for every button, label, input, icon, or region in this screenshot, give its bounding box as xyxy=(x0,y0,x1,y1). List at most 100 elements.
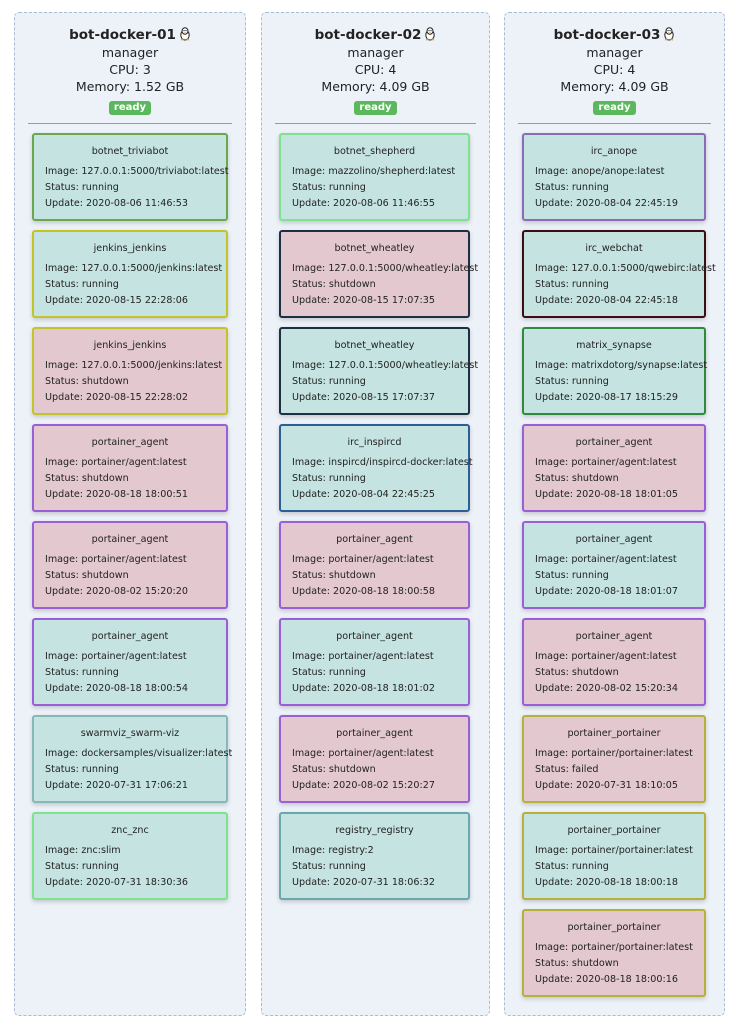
task-image: Image: portainer/portainer:latest xyxy=(535,942,693,953)
task-title: irc_anope xyxy=(590,146,638,157)
task-image: Image: 127.0.0.1:5000/triviabot:latest xyxy=(45,166,229,177)
task-image: Image: portainer/agent:latest xyxy=(292,748,434,759)
task-image: Image: mazzolino/shepherd:latest xyxy=(292,166,456,177)
task-image: Image: matrixdotorg/synapse:latest xyxy=(535,360,708,371)
task-image: Image: 127.0.0.1:5000/qwebirc:latest xyxy=(535,263,716,274)
task-status: Status: shutdown xyxy=(292,764,376,775)
node-header: bot-docker-03 manager CPU: 4 Memory: 4.0… xyxy=(505,13,724,115)
task-image: Image: dockersamples/visualizer:latest xyxy=(45,748,233,759)
task-status: Status: running xyxy=(535,182,609,193)
task-image: Image: portainer/agent:latest xyxy=(292,554,434,565)
task-title: portainer_agent xyxy=(91,534,169,545)
task-image: Image: 127.0.0.1:5000/jenkins:latest xyxy=(45,263,223,274)
task-status: Status: running xyxy=(45,764,119,775)
task-status: Status: shutdown xyxy=(45,570,129,581)
task-title: portainer_agent xyxy=(336,631,413,642)
linux-tux-icon xyxy=(664,27,675,41)
task-update: Update: 2020-08-04 22:45:25 xyxy=(292,489,435,500)
task-title: botnet_shepherd xyxy=(333,146,416,157)
task-image: Image: portainer/agent:latest xyxy=(45,457,187,468)
task-title: portainer_agent xyxy=(91,631,169,642)
task-update: Update: 2020-08-18 18:00:54 xyxy=(45,683,188,694)
node-role: manager xyxy=(101,45,159,60)
task-update: Update: 2020-07-31 17:06:21 xyxy=(45,780,188,791)
task-update: Update: 2020-08-18 18:00:51 xyxy=(45,489,188,500)
task-update: Update: 2020-08-06 11:46:55 xyxy=(292,198,435,209)
task-update: Update: 2020-08-15 17:07:35 xyxy=(292,295,435,306)
task-image: Image: portainer/agent:latest xyxy=(535,651,677,662)
task-update: Update: 2020-08-18 18:00:16 xyxy=(535,974,678,985)
task-image: Image: anope/anope:latest xyxy=(535,166,665,177)
task-image: Image: znc:slim xyxy=(45,845,121,856)
task-update: Update: 2020-08-17 18:15:29 xyxy=(535,392,678,403)
task-status: Status: running xyxy=(535,570,609,581)
task-status: Status: running xyxy=(292,861,366,872)
task-title: botnet_wheatley xyxy=(334,340,415,351)
task-status: Status: shutdown xyxy=(292,570,376,581)
task-image: Image: 127.0.0.1:5000/jenkins:latest xyxy=(45,360,223,371)
task-image: Image: registry:2 xyxy=(292,845,374,856)
task-status: Status: running xyxy=(45,667,119,678)
task-status: Status: shutdown xyxy=(535,667,619,678)
task-update: Update: 2020-08-18 18:01:05 xyxy=(535,489,678,500)
task-title: irc_webchat xyxy=(585,243,643,254)
task-status: Status: running xyxy=(45,182,119,193)
task-status: Status: running xyxy=(292,667,366,678)
task-update: Update: 2020-08-15 22:28:06 xyxy=(45,295,188,306)
task-update: Update: 2020-08-15 17:07:37 xyxy=(292,392,435,403)
task-status: Status: shutdown xyxy=(535,958,619,969)
node-divider xyxy=(275,123,476,124)
task-update: Update: 2020-08-15 22:28:02 xyxy=(45,392,188,403)
node-memory: Memory: 4.09 GB xyxy=(560,79,669,94)
task-title: swarmviz_swarm-viz xyxy=(80,728,180,739)
task-image: Image: 127.0.0.1:5000/wheatley:latest xyxy=(292,360,479,371)
task-title: portainer_agent xyxy=(336,728,413,739)
task-update: Update: 2020-07-31 18:10:05 xyxy=(535,780,678,791)
task-image: Image: portainer/agent:latest xyxy=(535,457,677,468)
task-image: Image: portainer/agent:latest xyxy=(292,651,434,662)
node-name: bot-docker-02 xyxy=(314,27,422,43)
node-name: bot-docker-01 xyxy=(69,27,176,43)
task-status: Status: running xyxy=(535,861,609,872)
linux-tux-icon xyxy=(425,27,436,41)
node-cpu: CPU: 4 xyxy=(354,62,397,77)
linux-tux-icon xyxy=(180,27,190,41)
task-title: portainer_portainer xyxy=(567,825,661,836)
node-status-badge: ready xyxy=(354,101,397,115)
task-update: Update: 2020-08-02 15:20:27 xyxy=(292,780,435,791)
task-update: Update: 2020-08-02 15:20:20 xyxy=(45,586,188,597)
task-title: portainer_agent xyxy=(575,534,653,545)
task-title: portainer_portainer xyxy=(567,922,661,933)
task-status: Status: running xyxy=(292,182,366,193)
node-column: bot-docker-02 manager CPU: 4 Memory: 4.0… xyxy=(261,12,490,1016)
task-status: Status: running xyxy=(292,376,366,387)
task-title: portainer_portainer xyxy=(567,728,661,739)
task-title: registry_registry xyxy=(335,825,414,836)
node-role: manager xyxy=(347,45,404,60)
